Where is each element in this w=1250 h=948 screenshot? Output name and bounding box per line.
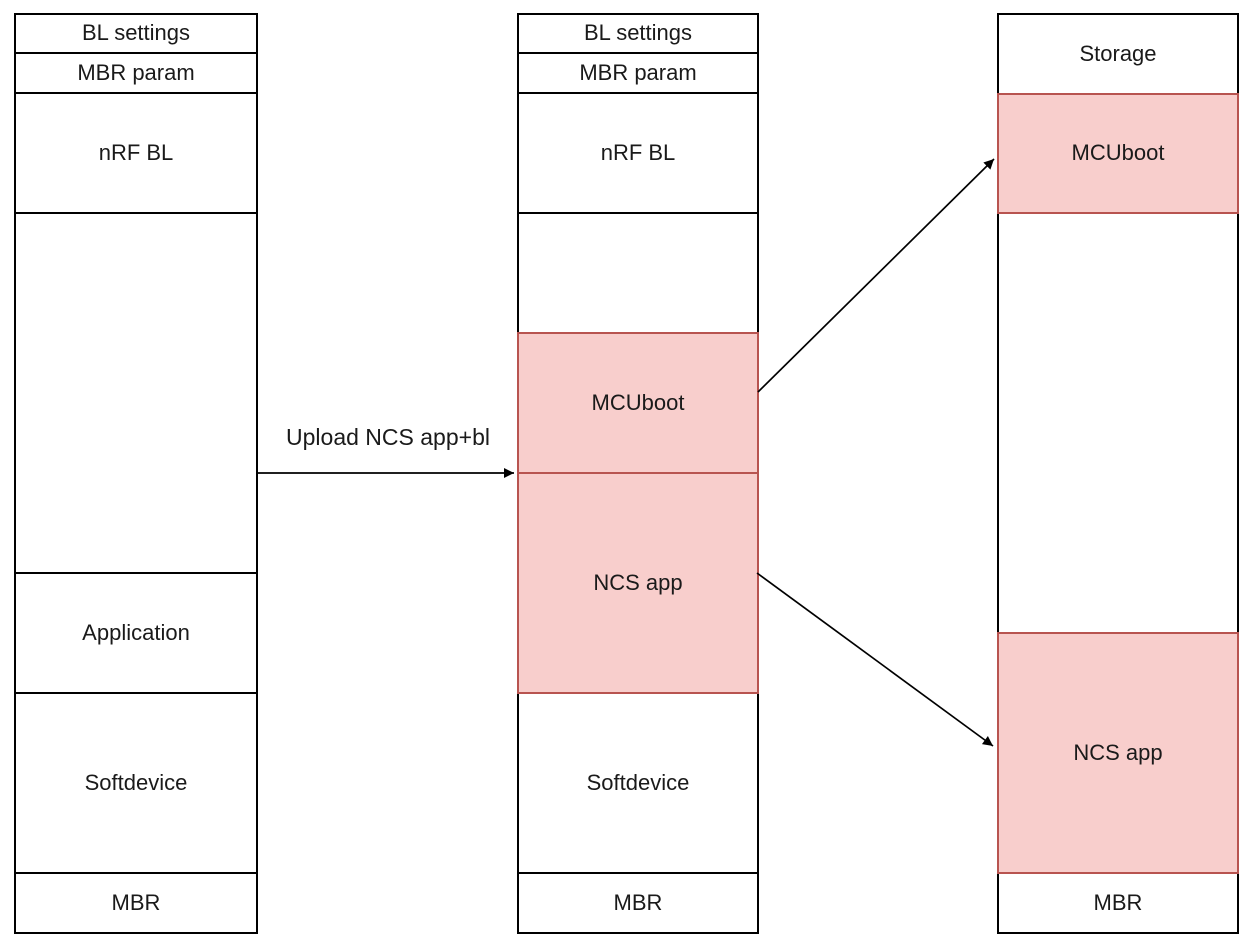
segment-free-space xyxy=(517,212,759,334)
segment-bl-settings: BL settings xyxy=(517,13,759,54)
segment-free-space xyxy=(997,212,1239,634)
segment-mbr: MBR xyxy=(517,872,759,934)
segment-nrf-bl: nRF BL xyxy=(517,92,759,214)
segment-softdevice: Softdevice xyxy=(517,692,759,874)
segment-free-space xyxy=(14,212,258,574)
segment-storage: Storage xyxy=(997,13,1239,95)
segment-mbr: MBR xyxy=(997,872,1239,934)
segment-mcuboot: MCUboot xyxy=(517,332,759,474)
segment-nrf-bl: nRF BL xyxy=(14,92,258,214)
mcuboot-transfer-arrow-line xyxy=(757,158,995,393)
segment-mbr-param: MBR param xyxy=(14,52,258,94)
segment-bl-settings: BL settings xyxy=(14,13,258,54)
segment-mbr-param: MBR param xyxy=(517,52,759,94)
segment-mbr: MBR xyxy=(14,872,258,934)
segment-softdevice: Softdevice xyxy=(14,692,258,874)
segment-application: Application xyxy=(14,572,258,694)
segment-ncs-app: NCS app xyxy=(997,632,1239,874)
ncs-app-transfer-arrow-line xyxy=(756,572,994,747)
upload-arrow-label: Upload NCS app+bl xyxy=(276,424,500,451)
segment-mcuboot: MCUboot xyxy=(997,93,1239,214)
segment-ncs-app: NCS app xyxy=(517,472,759,694)
